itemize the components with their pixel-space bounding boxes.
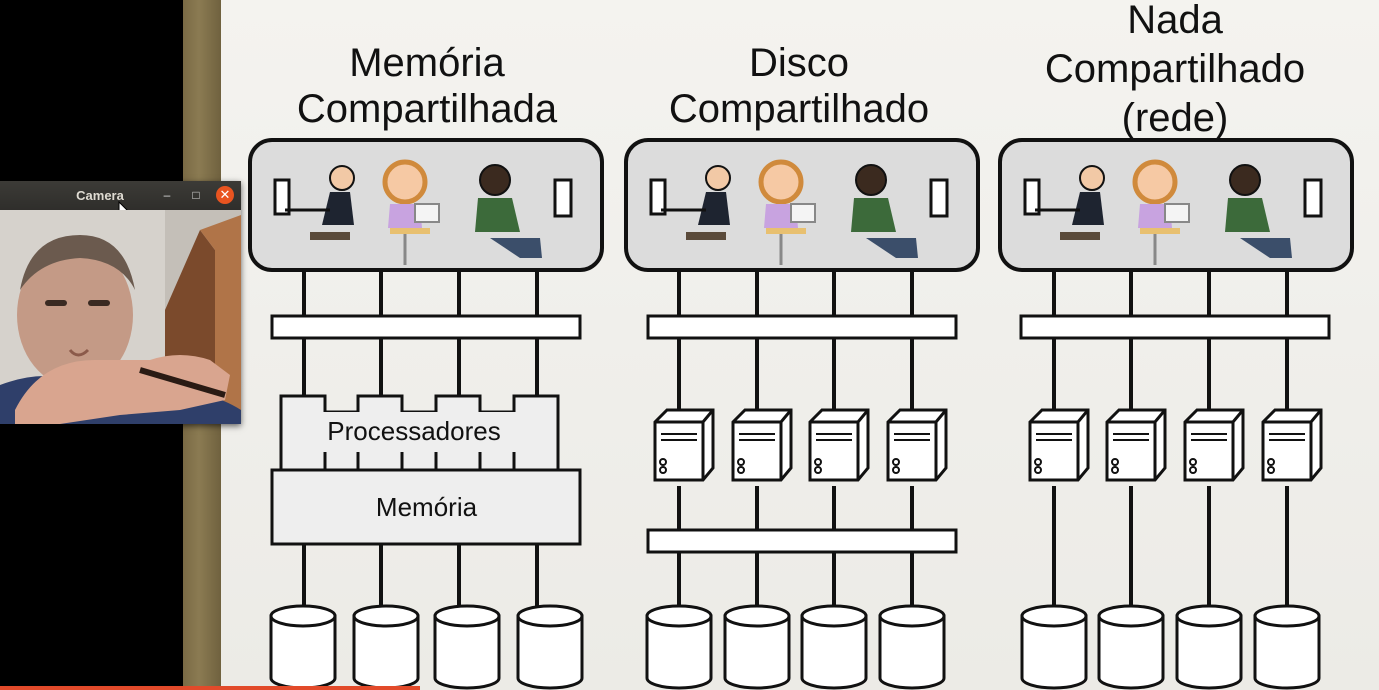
user-with-laptop-icon — [1132, 159, 1190, 265]
disk-icon — [516, 604, 584, 690]
camera-window[interactable]: Camera – □ ✕ — [0, 181, 241, 424]
user-at-computer-icon — [1225, 164, 1323, 258]
server-icon — [1261, 408, 1323, 482]
camera-window-title: Camera — [76, 188, 124, 203]
disk-icon — [1253, 604, 1321, 690]
disk-icon — [433, 604, 501, 690]
processors-label: Processadores — [327, 416, 501, 446]
person-video-image — [0, 210, 241, 424]
title-line: Memória — [349, 41, 505, 85]
server-icon — [1183, 408, 1245, 482]
disk-icon — [723, 604, 791, 690]
title-line: Compartilhado — [668, 87, 930, 131]
title-shared-disk: Disco Compartilhado — [609, 40, 989, 132]
memory-box — [270, 468, 582, 546]
interconnect-bar — [646, 528, 958, 554]
server-icon — [731, 408, 793, 482]
server-icon — [886, 408, 948, 482]
minimize-button[interactable]: – — [163, 188, 171, 202]
title-shared-memory: Memória Compartilhada — [237, 40, 617, 132]
user-at-computer-icon — [851, 164, 949, 258]
architecture-diagram — [248, 138, 1354, 690]
maximize-button[interactable]: □ — [192, 188, 200, 202]
interconnect-bar — [1019, 314, 1331, 340]
camera-titlebar[interactable]: Camera – □ ✕ — [0, 181, 241, 218]
disk-icon — [645, 604, 713, 690]
title-line: Disco — [748, 41, 850, 85]
close-button[interactable]: ✕ — [216, 186, 234, 204]
user-with-laptop-icon — [382, 159, 440, 265]
server-icon — [1105, 408, 1167, 482]
memory-label: Memória — [375, 492, 478, 522]
disk-icon — [1175, 604, 1243, 690]
title-line: Compartilhada — [296, 87, 558, 131]
disk-icon — [1020, 604, 1088, 690]
user-at-computer-icon — [475, 164, 573, 258]
disk-icon — [269, 604, 337, 690]
user-at-computer-icon — [649, 165, 731, 240]
title-shared-nothing: Nada Compartilhado (rede) — [985, 0, 1365, 143]
server-icon — [1028, 408, 1090, 482]
user-at-computer-icon — [1023, 165, 1105, 240]
user-with-laptop-icon — [758, 159, 816, 265]
interconnect-bar — [646, 314, 958, 340]
camera-video-feed — [0, 210, 241, 424]
server-icon — [653, 408, 715, 482]
disk-icon — [352, 604, 420, 690]
video-progress-bar[interactable] — [0, 686, 420, 690]
title-line: Nada — [1127, 0, 1223, 42]
disk-icon — [800, 604, 868, 690]
title-line: (rede) — [1121, 96, 1229, 140]
disk-icon — [878, 604, 946, 690]
interconnect-bar — [270, 314, 582, 340]
disk-icon — [1097, 604, 1165, 690]
server-icon — [808, 408, 870, 482]
user-at-computer-icon — [273, 165, 355, 240]
slide: Memória Compartilhada Disco Compartilhad… — [221, 0, 1379, 690]
title-line: Compartilhado — [1044, 47, 1306, 91]
